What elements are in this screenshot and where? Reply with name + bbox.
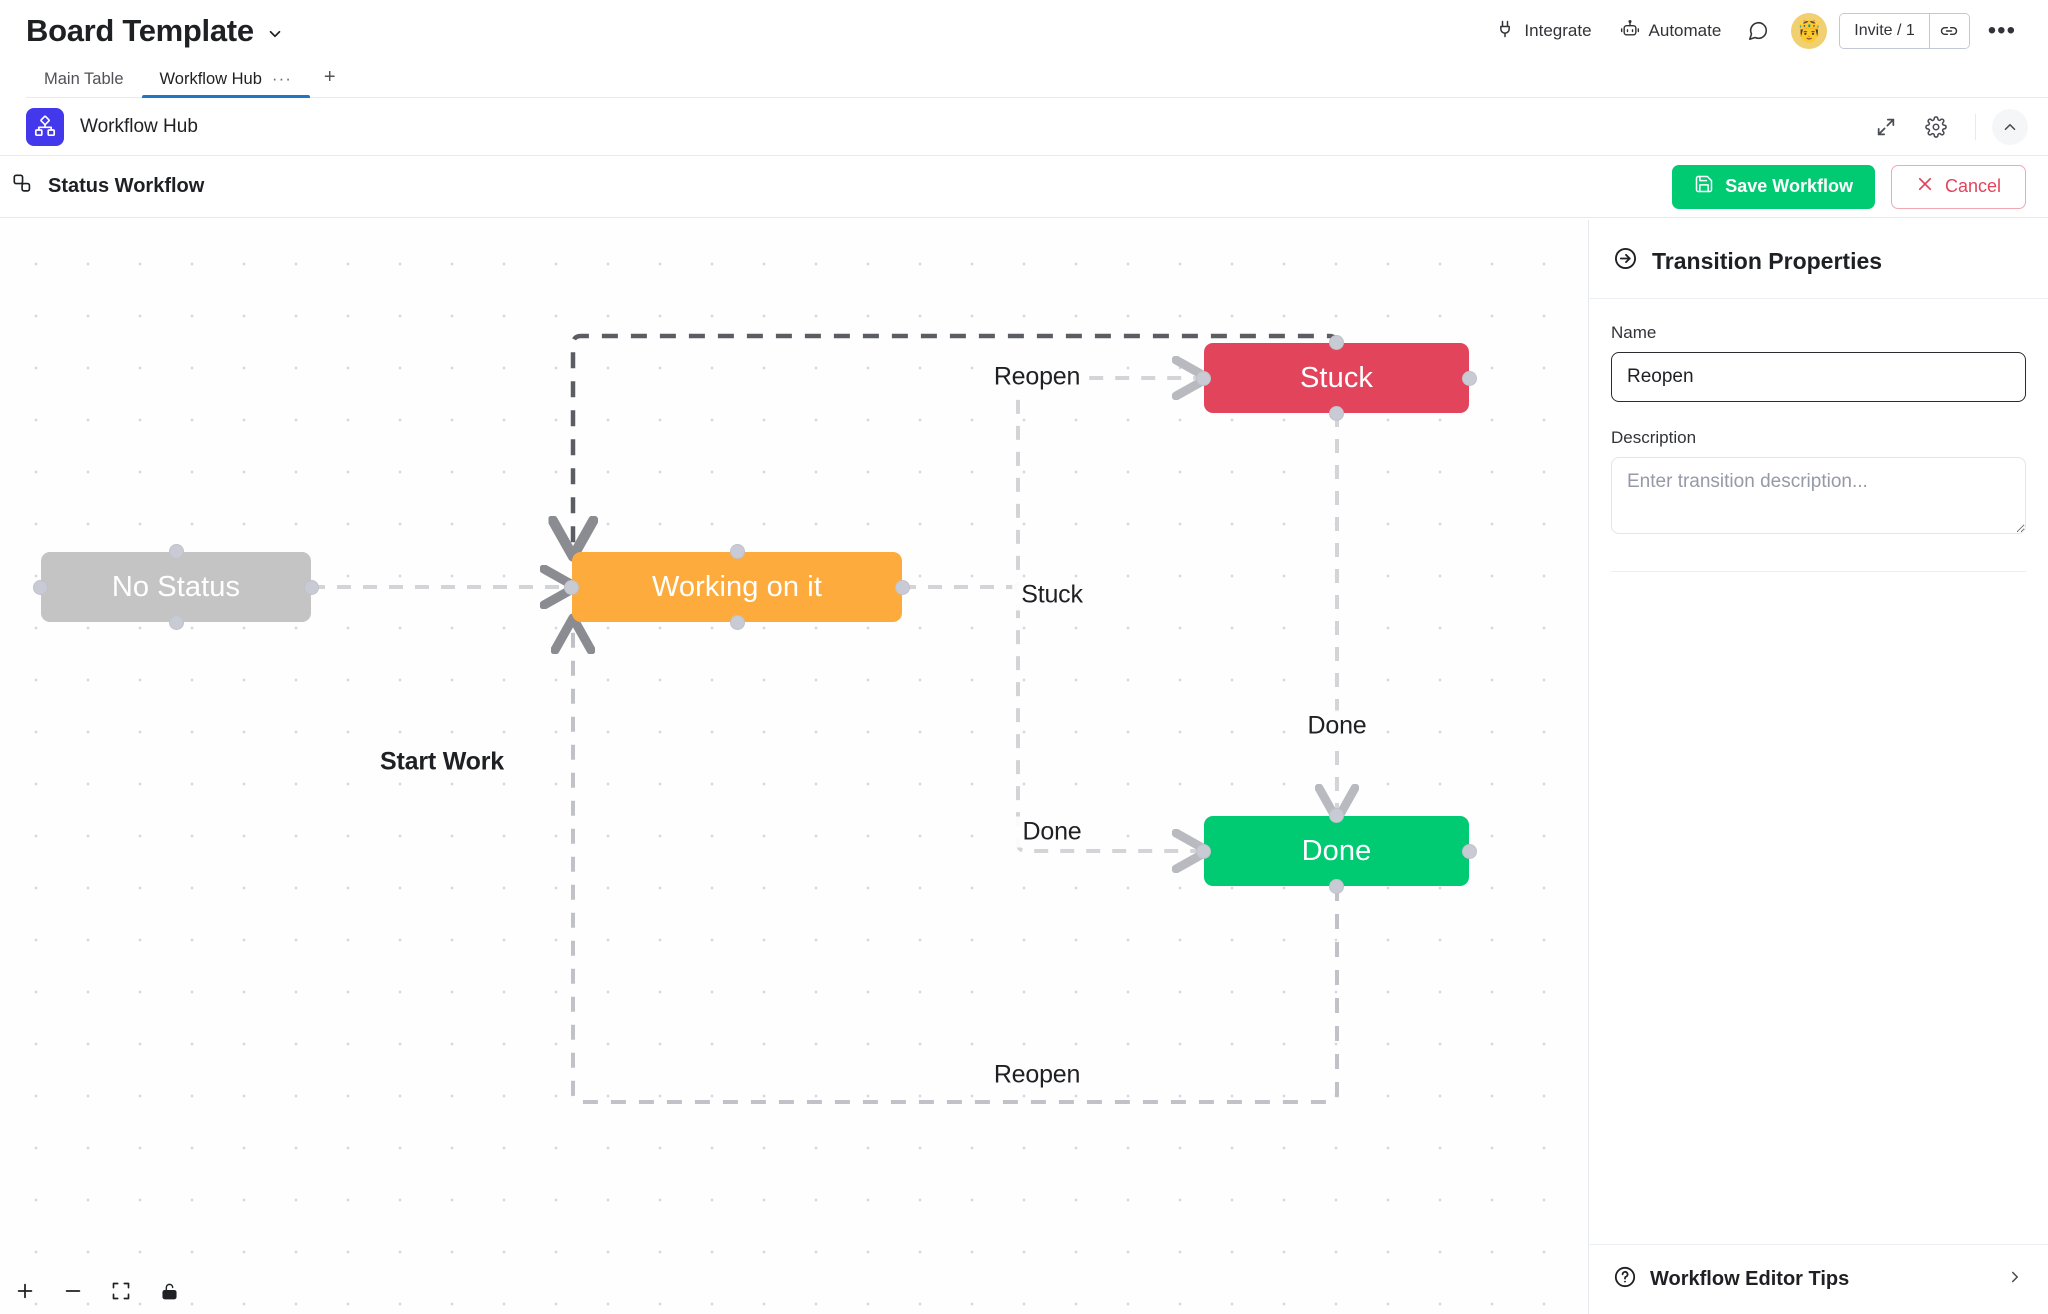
- node-handle-right[interactable]: [1462, 843, 1477, 859]
- node-handle-bottom[interactable]: [1329, 406, 1344, 421]
- node-label: Stuck: [1299, 361, 1374, 394]
- panel-header: Transition Properties: [1589, 220, 2048, 299]
- invite-group: Invite / 1: [1839, 13, 1970, 49]
- workflow-title: Status Workflow: [48, 175, 205, 197]
- fit-view-icon[interactable]: [108, 1278, 134, 1304]
- workflow-canvas[interactable]: No Status Working on it Stuck Done: [0, 220, 1588, 1314]
- node-label: Done: [1301, 834, 1372, 867]
- workflow-title-group: Status Workflow: [12, 173, 204, 201]
- board-tabs: Main Table Workflow Hub ··· +: [0, 62, 2048, 98]
- workflow-node-stuck[interactable]: Stuck: [1196, 335, 1477, 421]
- integrate-button[interactable]: Integrate: [1481, 13, 1605, 50]
- node-handle-bottom[interactable]: [729, 615, 745, 630]
- save-workflow-label: Save Workflow: [1725, 176, 1853, 196]
- panel-title: Transition Properties: [1652, 247, 1883, 274]
- node-handle-right[interactable]: [1462, 370, 1477, 386]
- cancel-button[interactable]: Cancel: [1890, 164, 2026, 209]
- top-bar-actions: Integrate Automate 🤴 Invite / 1 •••: [1481, 13, 2026, 50]
- edge-label-reopen-bottom[interactable]: Reopen: [984, 1059, 1090, 1091]
- page-title: Board Template: [26, 13, 254, 48]
- chevron-up-icon[interactable]: [1992, 108, 2028, 145]
- save-workflow-button[interactable]: Save Workflow: [1672, 164, 1875, 209]
- app-header-actions: [1863, 108, 2028, 145]
- workflow-node-working-on-it[interactable]: Working on it: [564, 544, 910, 630]
- lock-icon[interactable]: [156, 1278, 182, 1304]
- cancel-label: Cancel: [1944, 176, 2001, 196]
- edge-label-done-right[interactable]: Done: [1298, 710, 1376, 742]
- main-area: No Status Working on it Stuck Done: [0, 220, 2048, 1314]
- node-handle-left[interactable]: [1196, 843, 1211, 859]
- edge-label-reopen-top[interactable]: Reopen: [984, 361, 1090, 393]
- edge-label-done[interactable]: Done: [1013, 816, 1091, 848]
- node-handle-left[interactable]: [1196, 370, 1211, 386]
- integrate-icon: [1495, 19, 1515, 44]
- tab-main-table[interactable]: Main Table: [26, 70, 142, 98]
- workflow-node-no-status[interactable]: No Status: [33, 544, 319, 630]
- integrate-label: Integrate: [1524, 21, 1592, 40]
- tab-workflow-hub[interactable]: Workflow Hub ···: [141, 69, 311, 98]
- chevron-down-icon[interactable]: [266, 25, 284, 43]
- description-field-group: Description: [1611, 428, 2026, 539]
- workflow-editor-tips-button[interactable]: Workflow Editor Tips: [1589, 1244, 2048, 1314]
- zoom-in-icon[interactable]: [12, 1278, 38, 1304]
- node-handle-top[interactable]: [1329, 808, 1344, 823]
- transition-description-textarea[interactable]: [1611, 457, 2026, 534]
- avatar-emoji: 🤴: [1795, 18, 1823, 43]
- node-label: No Status: [111, 570, 241, 603]
- tab-label: Workflow Hub: [159, 69, 262, 88]
- automate-button[interactable]: Automate: [1606, 13, 1736, 50]
- node-handle-top[interactable]: [168, 544, 184, 559]
- workflow-editor-tips-label: Workflow Editor Tips: [1650, 1268, 1850, 1290]
- transition-properties-panel: Transition Properties Name Description W…: [1588, 220, 2048, 1314]
- robot-icon: [1620, 19, 1640, 44]
- more-options-button[interactable]: •••: [1987, 17, 2016, 44]
- name-label: Name: [1611, 323, 1657, 342]
- transition-name-input[interactable]: [1611, 352, 2026, 402]
- automate-label: Automate: [1648, 21, 1722, 40]
- link-icon[interactable]: [1928, 14, 1969, 48]
- edge-label-stuck[interactable]: Stuck: [1012, 579, 1092, 611]
- invite-button[interactable]: Invite / 1: [1840, 14, 1929, 48]
- node-handle-bottom[interactable]: [1329, 879, 1344, 894]
- workflow-actions: Save Workflow Cancel: [1672, 164, 2026, 209]
- name-field-group: Name: [1611, 323, 2026, 402]
- canvas-controls: [12, 1278, 182, 1304]
- top-bar: Board Template Integrate Automate 🤴 Invi…: [0, 0, 2048, 62]
- node-handle-left[interactable]: [564, 579, 579, 595]
- workflow-hub-icon: [26, 107, 64, 146]
- close-x-icon: [1916, 175, 1934, 198]
- tab-label: Main Table: [44, 70, 124, 88]
- workflow-toolbar: Status Workflow Save Workflow Cancel: [0, 156, 2048, 218]
- workflow-node-done[interactable]: Done: [1196, 808, 1477, 894]
- app-name: Workflow Hub: [80, 115, 198, 137]
- avatar[interactable]: 🤴: [1791, 13, 1828, 49]
- description-label: Description: [1611, 428, 1697, 447]
- app-header-row: Workflow Hub: [0, 98, 2048, 156]
- expand-icon[interactable]: [1869, 110, 1903, 144]
- node-handle-right[interactable]: [304, 579, 319, 595]
- arrow-right-circle-icon: [1613, 246, 1638, 276]
- edge-label-start-work[interactable]: Start Work: [371, 746, 513, 778]
- node-handle-bottom[interactable]: [168, 615, 184, 630]
- chevron-right-icon: [2006, 1268, 2024, 1291]
- node-handle-left[interactable]: [33, 579, 48, 595]
- node-label: Working on it: [651, 570, 822, 603]
- workflow-nodes-icon: [12, 173, 34, 201]
- add-tab-button[interactable]: +: [323, 66, 336, 88]
- chat-bubble-icon[interactable]: [1741, 14, 1775, 48]
- gear-icon[interactable]: [1919, 110, 1953, 144]
- panel-body: Name Description: [1589, 299, 2048, 565]
- save-disk-icon: [1694, 174, 1714, 199]
- zoom-out-icon[interactable]: [60, 1278, 86, 1304]
- node-handle-right[interactable]: [895, 579, 910, 595]
- divider: [1975, 113, 1976, 140]
- tab-menu-icon[interactable]: ···: [271, 69, 292, 88]
- node-handle-top[interactable]: [729, 544, 745, 559]
- panel-divider: [1611, 571, 2026, 572]
- question-circle-icon: [1613, 1265, 1637, 1294]
- node-handle-top[interactable]: [1329, 335, 1344, 350]
